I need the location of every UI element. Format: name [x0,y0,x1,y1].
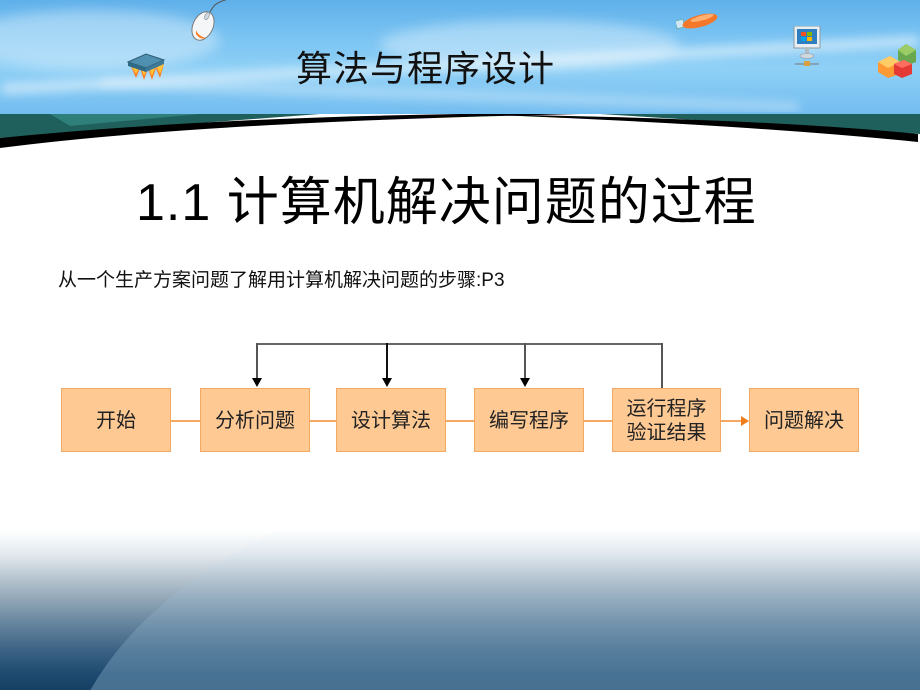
arrow-down-icon [252,378,262,387]
feedback-riser [661,343,663,388]
cpu-chip-icon [126,53,166,80]
step-run-verify: 运行程序 验证结果 [612,388,721,452]
step-label: 编写程序 [489,408,569,432]
feedback-line [257,343,663,345]
step-analyze-problem: 分析问题 [200,388,310,452]
feedback-drop-code [524,343,526,379]
arrow-right-icon [741,416,749,426]
arrow-down-icon [382,378,392,387]
footer-gradient [0,530,920,690]
intro-text: 从一个生产方案问题了解用计算机解决问题的步骤:P3 [58,270,505,291]
step-problem-solved: 问题解决 [749,388,859,452]
desktop-monitor-icon [793,26,821,66]
step-design-algorithm: 设计算法 [336,388,446,452]
computer-mouse-icon [191,0,227,41]
header-swoosh [0,112,920,148]
cloud-decoration [0,10,220,70]
colored-cubes-icon [878,44,916,78]
arrow-down-icon [520,378,530,387]
connector [720,420,742,422]
step-label: 问题解决 [764,408,844,432]
step-label: 分析问题 [215,408,295,432]
step-label: 开始 [96,408,136,432]
step-start: 开始 [61,388,171,452]
step-label-line2: 验证结果 [626,420,707,444]
feedback-drop-design [386,343,388,379]
step-label-line1: 运行程序 [626,396,707,420]
step-write-program: 编写程序 [474,388,584,452]
connector [309,420,336,422]
header-title: 算法与程序设计 [296,49,556,90]
feedback-drop-analyze [256,343,258,379]
header-banner: 算法与程序设计 [0,0,920,114]
connector [445,420,474,422]
step-label: 设计算法 [351,408,431,432]
footer-arc-decoration [60,530,920,690]
connector [170,420,200,422]
slide-title: 1.1 计算机解决问题的过程 [136,174,757,232]
connector [583,420,612,422]
usb-drive-icon [676,13,718,30]
